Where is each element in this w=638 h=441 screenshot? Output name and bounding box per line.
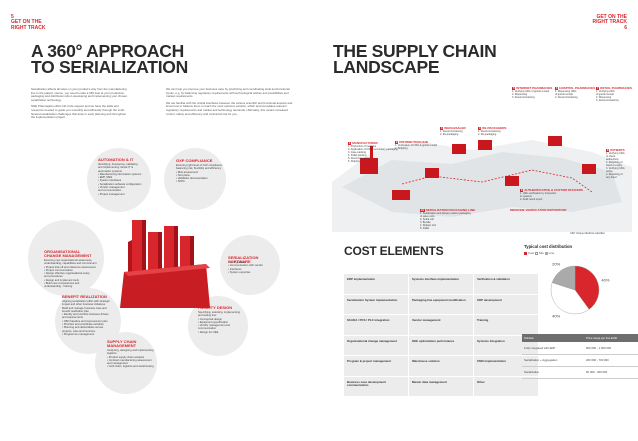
packaging-line-building	[392, 190, 410, 200]
legend-swatch-line	[544, 251, 548, 255]
nav-right-link[interactable]: GET ON THE RIGHT TRACK 6	[593, 9, 627, 31]
pie-slice-line	[551, 265, 576, 291]
repackager-building	[478, 140, 492, 150]
cost-cell: Serialization System implementation	[344, 294, 408, 314]
circle-list: Specifying, selecting, implementing and …	[198, 311, 240, 334]
cost-elements-grid: ERP implementation Systems interface imp…	[344, 274, 538, 396]
intro-column-1: Serialization affects all steps on your …	[31, 87, 128, 120]
circle-supply-chain-management: SUPPLY CHAIN MANAGEMENT Analyzing, desig…	[95, 332, 157, 394]
price-table: Solution Price range per line EUR Fully …	[522, 334, 638, 379]
nav-right-label: GET ON THE RIGHT TRACK	[592, 13, 627, 25]
wholesaler-building	[452, 144, 466, 154]
legend-patients: 8 PATIENTS 1. Verifying UIDs to check au…	[606, 148, 625, 179]
legend-hospital-pharmacies: 6 HOSPITAL PHARMACIES 1. Dispensing UIDs…	[555, 86, 596, 99]
manufacturer-building	[360, 158, 378, 174]
chart-legend: Cost Site Line	[524, 251, 554, 255]
chimney	[370, 146, 373, 158]
circle-title: SERIALIZATION SOFTWARE	[228, 255, 259, 265]
factory-illustration	[120, 220, 210, 308]
legend-swatch-cost	[524, 251, 527, 255]
pie-slice-cost	[574, 265, 600, 310]
pie-label-cost: 40%	[601, 278, 609, 283]
cost-cell: Vendor management	[409, 315, 473, 335]
pie-label-site: 40%	[552, 313, 560, 318]
cost-cell: SOP development	[474, 294, 538, 314]
circle-automation-it: AUTOMATION & IT Identifying, developing,…	[87, 148, 151, 212]
circle-title: BENEFIT REALIZATION	[62, 294, 107, 299]
page-number: 5	[11, 13, 14, 20]
circle-gxp-compliance: GXP COMPLIANCE Ensuring right level of G…	[164, 148, 226, 210]
table-row: Fully integrated with ERP 500 000 - 1 00…	[522, 342, 638, 355]
page-number: 6	[624, 24, 627, 31]
legend-label: Cost	[527, 251, 535, 255]
circle-list: Ensuring right level of GxP compliance b…	[176, 164, 223, 184]
cost-pie-chart: 40% 40% 20%	[550, 262, 610, 319]
circle-title: FACILITY DESIGN	[198, 305, 233, 310]
cost-cell: Packaging line equipment modification	[409, 294, 473, 314]
circle-serialization-software: SERIALIZATION SOFTWARE • Configuration •…	[220, 235, 280, 295]
pie-label-line: 20%	[552, 262, 560, 267]
cost-cell: Verification & validation	[474, 274, 538, 294]
circle-title: GXP COMPLIANCE	[176, 158, 213, 163]
circle-list: • Configuration • Communication with ven…	[228, 261, 263, 274]
circle-list: Aligning serialization effort with strat…	[62, 300, 110, 336]
legend-retail-pharmacies: 7 RETAIL PHARMACIES 1. Verifying UIDs of…	[596, 86, 632, 102]
cost-cell: OEE optimization performance	[409, 335, 473, 355]
legend-label: Site	[538, 251, 544, 255]
legend-custom-officers: 9 AUTHENTICATIVE & CUSTOM OFFICERS 1. UI…	[520, 188, 583, 201]
cost-cell: Organisational change management	[344, 335, 408, 355]
chart-title: Typical cost distribution	[524, 244, 573, 249]
circle-title: ORGANISATIONAL CHANGE MANAGEMENT	[44, 249, 92, 259]
legend-swatch-site	[534, 251, 538, 255]
world-map	[332, 140, 632, 232]
table-row: Serialization 50 000 - 300 000	[522, 366, 638, 379]
circle-facility-design: FACILITY DESIGN Specifying, selecting, i…	[188, 296, 248, 356]
pie-slices	[550, 265, 600, 315]
circle-list: Identifying, developing, validating and …	[98, 163, 142, 196]
circle-list: Ensuring new organisational awareness, u…	[44, 259, 97, 289]
table-header: Solution	[522, 334, 584, 342]
right-headline: THE SUPPLY CHAIN LANDSCAPE	[333, 41, 497, 77]
cost-cell: ERP implementation	[344, 274, 408, 294]
pharmacy-building	[548, 136, 562, 146]
legend-label: Line	[548, 251, 555, 255]
custom-officers-building	[505, 176, 519, 186]
legend-manufacturer: 1 MANUFACTURER 1. Production of medicine…	[348, 141, 398, 163]
table-header-row: Solution Price range per line EUR	[522, 334, 638, 342]
intro-column-2: We can help you improve your business ca…	[166, 87, 293, 116]
repository-label: MEDICINE VERIFICATION REPOSITORY	[510, 208, 567, 212]
patient-building	[582, 164, 596, 174]
circle-organisational-change: ORGANISATIONAL CHANGE MANAGEMENT Ensurin…	[28, 220, 104, 296]
circle-title: AUTOMATION & IT	[98, 157, 134, 162]
nav-left-link[interactable]: 5 GET ON THE RIGHT TRACK	[11, 9, 45, 31]
cost-cell: Program & project management	[344, 356, 408, 376]
table-row: Serialization + Aggregation 200 000 - 70…	[522, 354, 638, 367]
cost-cell: Master data management	[409, 376, 473, 396]
pie-labels: 40% 40% 20%	[552, 262, 610, 319]
legend-wholesaler: 3 WHOLESALER 1. Decommissioning 2. Re-pa…	[440, 126, 466, 136]
table-header: Price range per line EUR	[584, 334, 638, 342]
pie-slice-site	[550, 282, 590, 315]
legend-repackagers: 4 RE-PACKAGERS 1. Decommissioning 2. Re-…	[478, 126, 507, 136]
cost-cell: Other	[474, 376, 538, 396]
legend-internet-pharmacies: 5 INTERNET PHARMACIES 1. Verifying UIDs …	[512, 86, 553, 99]
nav-left-label: GET ON THE RIGHT TRACK	[11, 19, 46, 31]
circle-list: Analyzing, designing and implementing lo…	[107, 349, 154, 369]
uim-label: UIM: Unique Medicine Identifier	[570, 232, 605, 235]
circle-title: SUPPLY CHAIN MANAGEMENT	[107, 339, 137, 349]
legend-packaging-line: 10 SERIALIZATION PACKAGING LINE 1. Seria…	[420, 208, 476, 230]
cost-cell: SCADA / PCS / PLC integration	[344, 315, 408, 335]
cost-cell: Warehouse solution	[409, 356, 473, 376]
left-headline: A 360° APPROACH TO SERIALIZATION	[31, 41, 188, 77]
cost-cell: Business case development communication	[344, 376, 408, 396]
distribution-hub-building	[425, 168, 439, 178]
cost-elements-title: COST ELEMENTS	[344, 244, 444, 258]
cost-cell: Training	[474, 315, 538, 335]
cost-cell: Systems interface implementation	[409, 274, 473, 294]
legend-distribution-hub: 2 DISTRIBUTION HUB 1. Verification of UI…	[395, 140, 438, 150]
